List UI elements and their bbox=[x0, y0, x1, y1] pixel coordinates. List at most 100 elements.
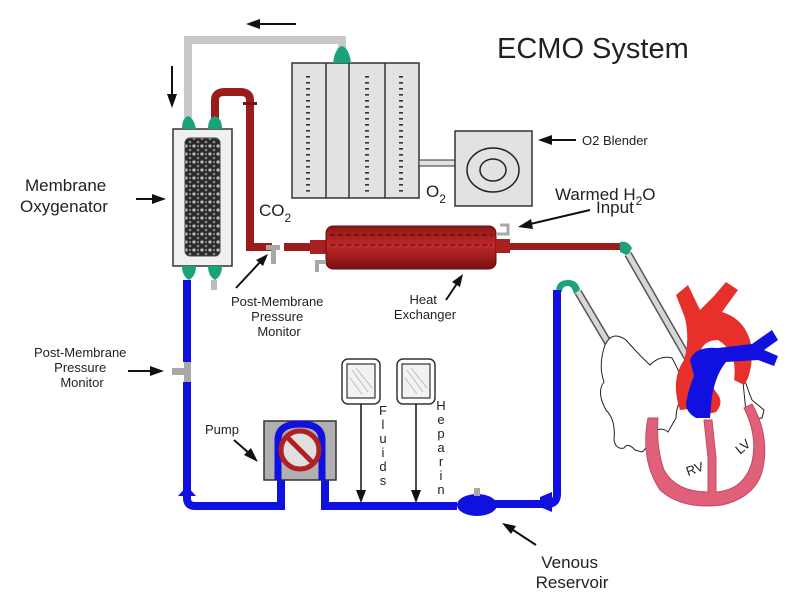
pressure-monitor-arrow-icon bbox=[235, 254, 268, 289]
meter-tick bbox=[399, 172, 403, 174]
o2-line bbox=[418, 159, 456, 167]
meter-tick bbox=[365, 82, 369, 84]
o2-blender-label: O2 Blender bbox=[582, 133, 648, 148]
meter-tick bbox=[365, 94, 369, 96]
fluids-bag bbox=[341, 358, 381, 503]
pump-label: Pump bbox=[205, 422, 239, 437]
post-membrane-pressure-port-left bbox=[172, 362, 191, 382]
sweep-gas-line bbox=[184, 36, 346, 118]
gas-flow-meter bbox=[291, 46, 420, 199]
meter-tick bbox=[399, 142, 403, 144]
vertical-letter: a bbox=[437, 440, 445, 455]
heparin-bag bbox=[396, 358, 436, 503]
meter-tick bbox=[306, 124, 310, 126]
meter-tick bbox=[306, 112, 310, 114]
venous-return-line bbox=[488, 290, 561, 508]
meter-tick bbox=[365, 118, 369, 120]
meter-tick bbox=[399, 166, 403, 168]
arterial-line-segment bbox=[284, 243, 314, 251]
vertical-letter: l bbox=[382, 417, 385, 432]
input-label: Input bbox=[596, 198, 634, 217]
meter-tick bbox=[306, 136, 310, 138]
meter-tick bbox=[365, 166, 369, 168]
meter-tick bbox=[399, 100, 403, 102]
meter-tick bbox=[399, 178, 403, 180]
meter-tick bbox=[306, 130, 310, 132]
rv-label: RV bbox=[684, 459, 706, 479]
down-arrow-icon bbox=[167, 66, 177, 108]
meter-tick bbox=[306, 154, 310, 156]
left-monitor-arrow-icon bbox=[128, 366, 164, 376]
co2-label: CO2 bbox=[259, 201, 292, 225]
vertical-letter: i bbox=[382, 445, 385, 460]
heat-exchanger-label: Heat Exchanger bbox=[394, 292, 457, 322]
oxygenator-arrow-icon bbox=[136, 194, 166, 204]
post-membrane-monitor-label-top: Post-Membrane Pressure Monitor bbox=[231, 294, 327, 339]
vertical-letter: e bbox=[437, 412, 444, 427]
meter-tick bbox=[306, 76, 310, 78]
meter-tick bbox=[399, 82, 403, 84]
meter-tick bbox=[399, 154, 403, 156]
heart: RV LV bbox=[600, 282, 778, 507]
vertical-letter: d bbox=[379, 459, 386, 474]
meter-tick bbox=[399, 190, 403, 192]
o2-label: O2 bbox=[426, 182, 446, 206]
meter-tick bbox=[365, 160, 369, 162]
venous-connector bbox=[556, 280, 580, 294]
meter-tick bbox=[306, 184, 310, 186]
meter-tick bbox=[399, 88, 403, 90]
meter-tick bbox=[306, 106, 310, 108]
meter-tick bbox=[365, 76, 369, 78]
arterial-connector bbox=[620, 241, 632, 256]
meter-tick bbox=[365, 112, 369, 114]
pulmonary-artery bbox=[686, 330, 778, 418]
meter-tick bbox=[306, 88, 310, 90]
meter-tick bbox=[306, 142, 310, 144]
meter-tick bbox=[306, 160, 310, 162]
lv-label: LV bbox=[732, 436, 753, 457]
roller-pump bbox=[263, 420, 337, 481]
vertical-letter: H bbox=[436, 398, 445, 413]
pump-flow-arrowhead-icon bbox=[178, 486, 196, 496]
meter-tick bbox=[399, 76, 403, 78]
meter-tick bbox=[399, 94, 403, 96]
meter-tick bbox=[365, 184, 369, 186]
meter-tick bbox=[399, 136, 403, 138]
meter-tick bbox=[306, 82, 310, 84]
meter-tick bbox=[365, 190, 369, 192]
meter-tick bbox=[399, 118, 403, 120]
meter-tick bbox=[365, 106, 369, 108]
gas-flow-arrow-icon bbox=[246, 19, 296, 29]
meter-tick bbox=[365, 124, 369, 126]
meter-tick bbox=[365, 178, 369, 180]
right-atrium bbox=[600, 335, 687, 453]
meter-tick bbox=[399, 160, 403, 162]
post-membrane-monitor-label-left: Post-Membrane Pressure Monitor bbox=[34, 345, 130, 390]
membrane-oxygenator bbox=[172, 116, 233, 290]
meter-tick bbox=[365, 100, 369, 102]
meter-tick bbox=[365, 172, 369, 174]
heat-exchanger bbox=[315, 223, 510, 272]
meter-tick bbox=[399, 112, 403, 114]
meter-tick bbox=[399, 130, 403, 132]
pump-arrow-icon bbox=[233, 439, 258, 462]
vertical-letter: n bbox=[437, 482, 444, 497]
meter-tick bbox=[365, 88, 369, 90]
vertical-letter: r bbox=[439, 454, 444, 469]
meter-tick bbox=[306, 178, 310, 180]
meter-tick bbox=[306, 118, 310, 120]
post-membrane-pressure-port-top bbox=[266, 245, 280, 264]
vertical-letter: s bbox=[380, 473, 387, 488]
meter-tick bbox=[399, 124, 403, 126]
meter-tick bbox=[306, 94, 310, 96]
venous-reservoir-label: Venous Reservoir bbox=[536, 553, 609, 592]
meter-tick bbox=[306, 148, 310, 150]
post-pump-line bbox=[183, 280, 191, 362]
vertical-letter: F bbox=[379, 403, 387, 418]
venous-reservoir bbox=[457, 494, 497, 516]
venous-reservoir-arrow-icon bbox=[502, 523, 537, 546]
warmed-h2o-label: Warmed H2O bbox=[555, 185, 656, 208]
vertical-letter: p bbox=[437, 426, 444, 441]
